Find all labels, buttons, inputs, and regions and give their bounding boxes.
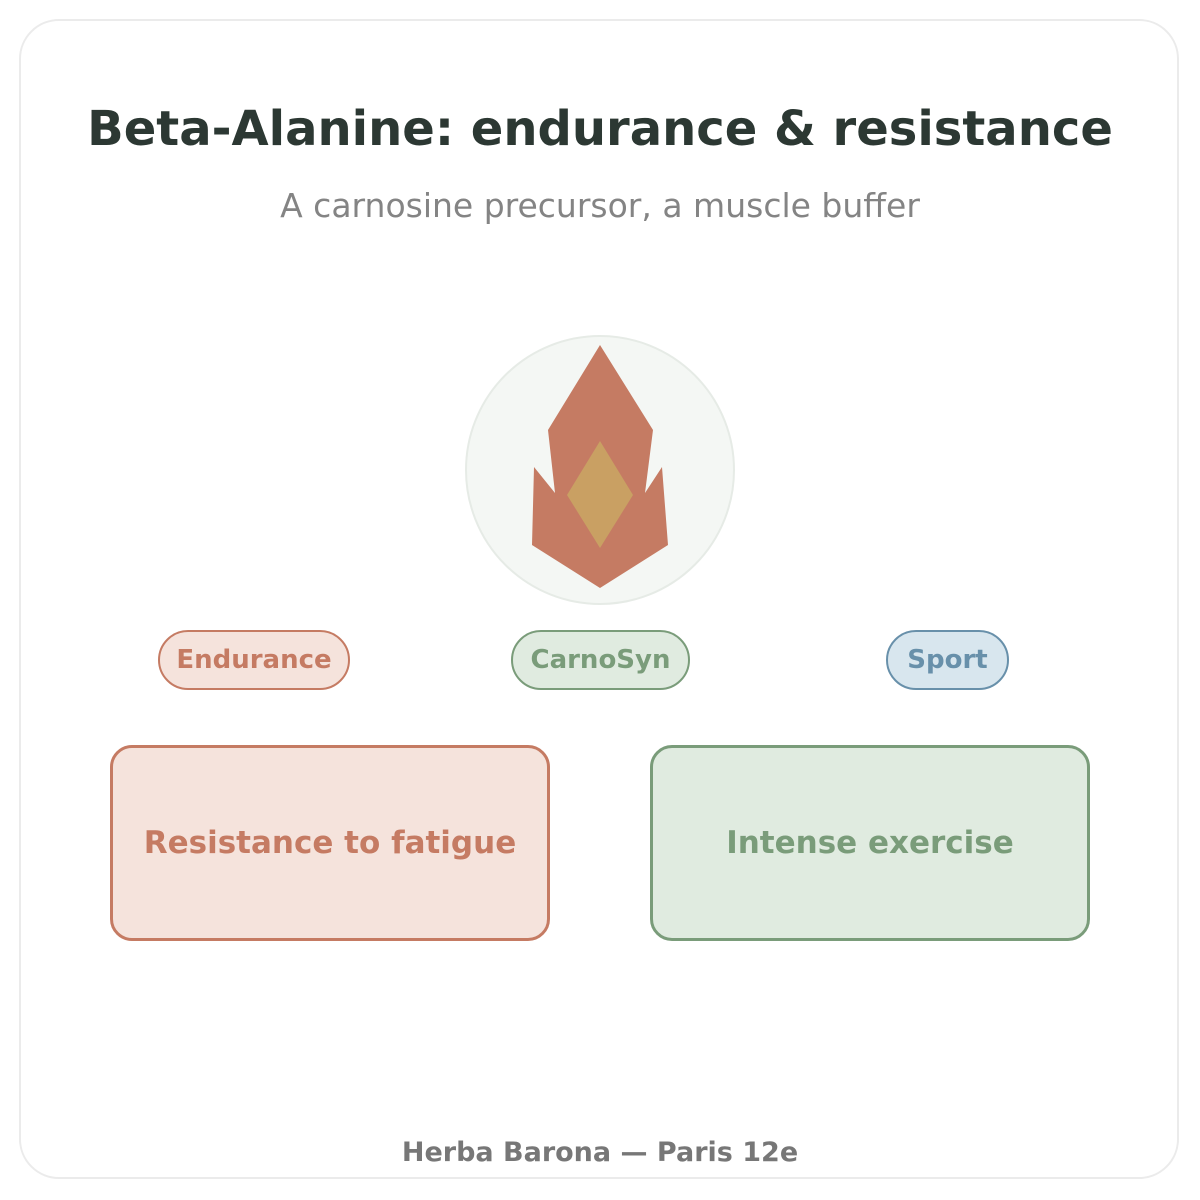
card-intense-exercise: Intense exercise [650, 745, 1090, 941]
card-resistance-to-fatigue: Resistance to fatigue [110, 745, 550, 941]
tag-sport: Sport [886, 630, 1009, 690]
flame-icon [465, 335, 735, 605]
footer-credit: Herba Barona — Paris 12e [401, 1137, 799, 1168]
tag-carnosyn: CarnoSyn [511, 630, 690, 690]
page-subtitle: A carnosine precursor, a muscle buffer [280, 186, 920, 225]
tag-endurance: Endurance [158, 630, 350, 690]
flame-core [567, 441, 633, 548]
page-title: Beta-Alanine: endurance & resistance [87, 101, 1113, 157]
